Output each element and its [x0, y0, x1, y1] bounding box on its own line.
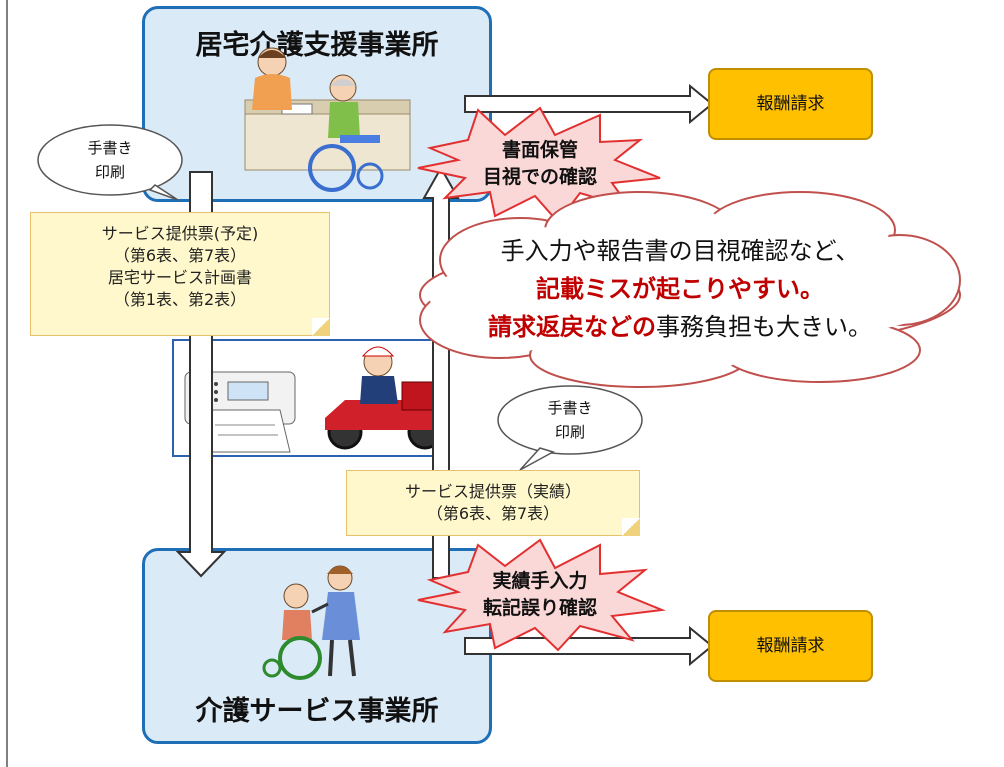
cloud-line1: 手入力や報告書の目視確認など、 — [500, 237, 860, 265]
courier-illustration — [325, 346, 443, 450]
care-support-office-title: 居宅介護支援事業所 — [195, 30, 439, 61]
caregiver-illustration — [262, 565, 360, 680]
top-bubble-line2: 印刷 — [94, 163, 125, 181]
bottom-burst-line1: 実績手入力 — [492, 570, 588, 592]
top-reward-claim-box: 報酬請求 — [708, 68, 873, 140]
note-fold-corner — [312, 318, 330, 336]
bottom-reward-claim-label: 報酬請求 — [756, 636, 825, 656]
top-bubble-line1: 手書き — [87, 139, 133, 157]
actual-note-line2: （第6表、第7表） — [426, 504, 560, 523]
actual-document-note: サービス提供票（実績） （第6表、第7表） — [346, 470, 640, 536]
plan-document-note: サービス提供票(予定) （第6表、第7表） 居宅サービス計画書 （第1表、第2表… — [30, 212, 330, 336]
plan-note-line3: 居宅サービス計画書 — [107, 268, 252, 287]
cloud-fill — [428, 199, 954, 380]
left-border-line — [6, 0, 8, 767]
plan-note-line2: （第6表、第7表） — [113, 246, 247, 265]
top-reward-claim-label: 報酬請求 — [756, 94, 825, 114]
plan-note-line4: （第1表、第2表） — [113, 290, 247, 309]
cloud-text: 手入力や報告書の目視確認など、 記載ミスが起こりやすい。 請求返戻などの事務負担… — [430, 232, 930, 346]
actual-note-line1: サービス提供票（実績） — [404, 482, 581, 501]
care-service-office-title: 介護サービス事業所 — [195, 696, 439, 727]
top-right-arrow — [464, 83, 714, 125]
mid-bubble-line2: 印刷 — [554, 423, 585, 441]
bottom-burst-shape — [417, 538, 666, 652]
bottom-burst-line2: 転記誤り確認 — [482, 597, 597, 619]
mid-bubble-text: 手書き 印刷 — [520, 396, 620, 444]
cloud-line3: 請求返戻などの事務負担も大きい。 — [430, 308, 930, 346]
top-burst-shape — [417, 106, 661, 224]
consultation-illustration — [244, 47, 411, 192]
bottom-right-arrow — [464, 625, 714, 667]
cloud-line3-red: 請求返戻などの — [488, 313, 656, 341]
mid-bubble-line1: 手書き — [547, 399, 593, 417]
cloud-line3-rest: 事務負担も大きい。 — [656, 313, 872, 341]
mid-speech-bubble — [497, 385, 643, 471]
note-fold-corner — [622, 518, 640, 536]
top-burst-line2: 目視での確認 — [482, 166, 597, 188]
top-speech-bubble — [37, 124, 183, 201]
top-burst-line1: 書面保管 — [501, 139, 578, 161]
top-burst-text: 書面保管 目視での確認 — [450, 137, 630, 191]
bottom-reward-claim-box: 報酬請求 — [708, 610, 873, 682]
top-bubble-text: 手書き 印刷 — [60, 136, 160, 184]
bottom-burst-text: 実績手入力 転記誤り確認 — [450, 568, 630, 622]
cloud-line2: 記載ミスが起こりやすい。 — [536, 275, 824, 303]
plan-note-line1: サービス提供票(予定) — [101, 224, 259, 243]
